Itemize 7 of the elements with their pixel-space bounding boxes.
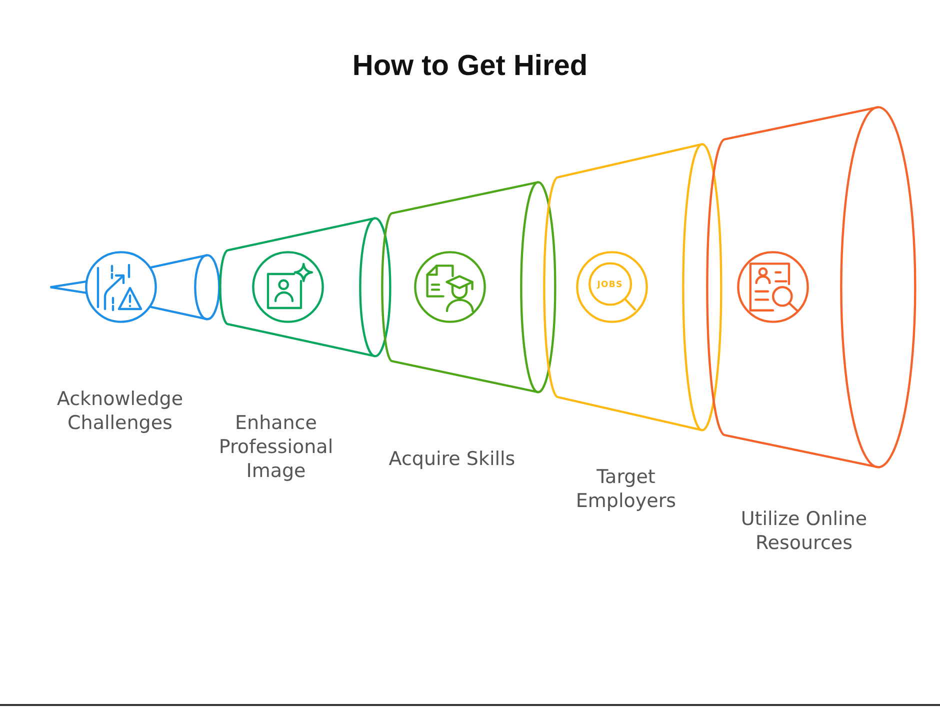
title: How to Get Hired — [352, 49, 588, 84]
step-label: Target Employers — [574, 464, 678, 513]
step-label: Acquire Skills — [388, 446, 516, 471]
icon-text: JOBS — [597, 280, 623, 290]
step-label: Acknowledge Challenges — [56, 386, 184, 435]
step-label: Enhance Professional Image — [218, 410, 334, 483]
step-label: Utilize Online Resources — [740, 506, 868, 555]
